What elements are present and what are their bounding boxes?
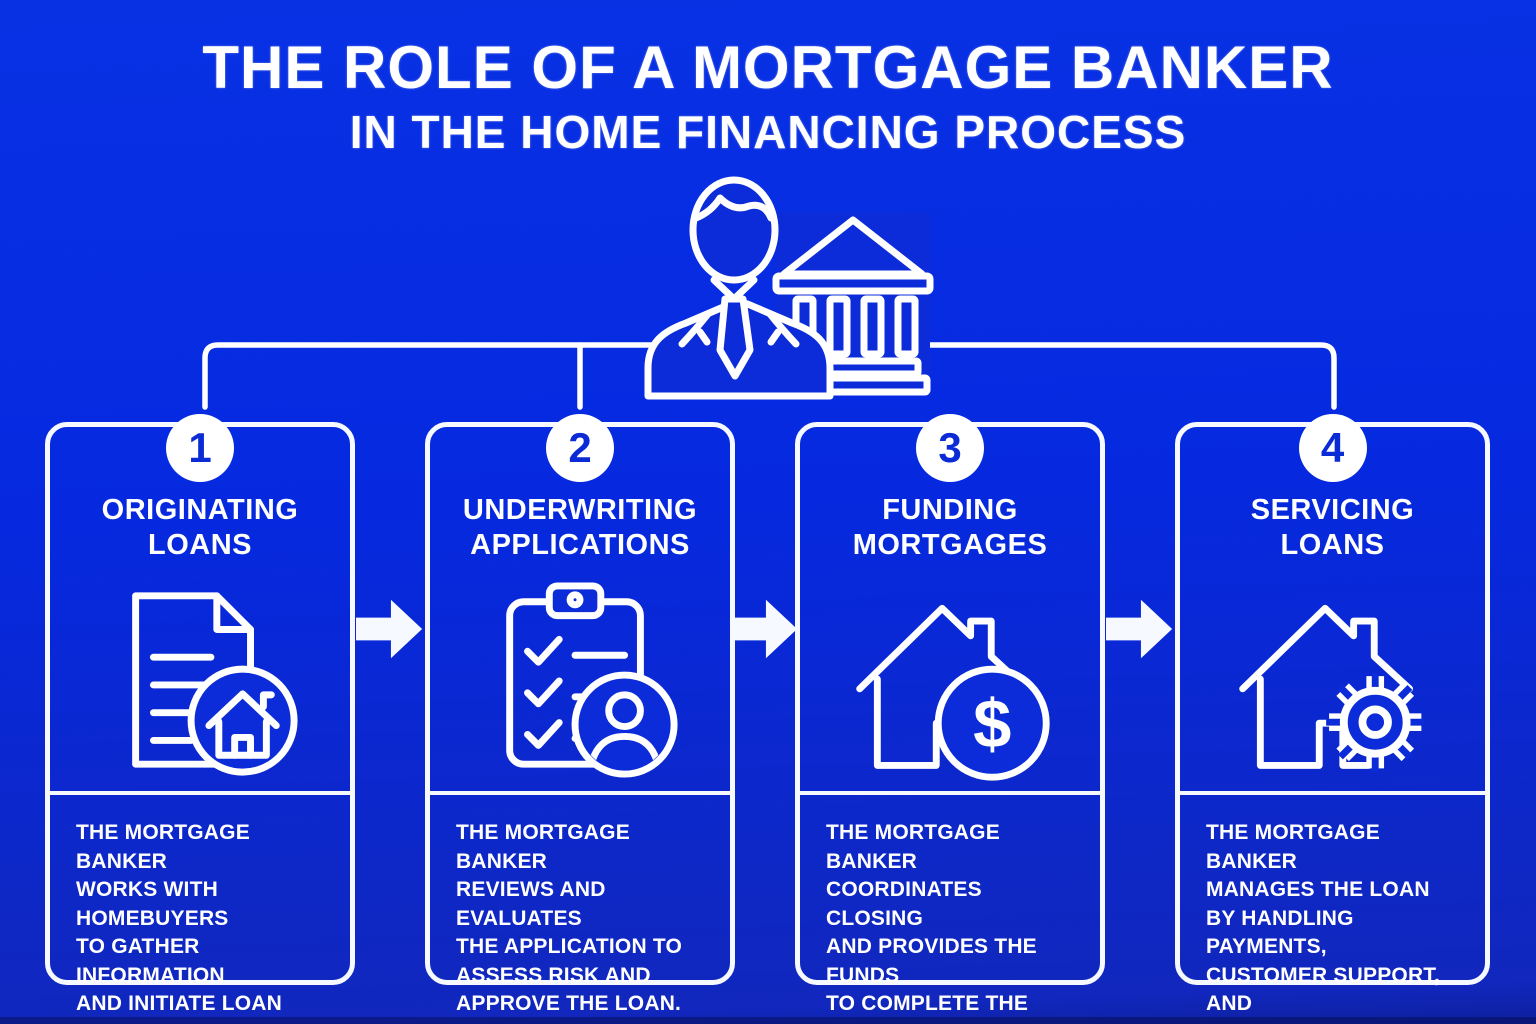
card-divider [1180,791,1485,795]
step-card-underwriting-applications: 2 UNDERWRITING APPLICATIONS THE MORTGAGE… [425,414,735,1015]
gear-icon [1325,673,1424,772]
house-gear-icon [1238,604,1424,772]
step-description: THE MORTGAGE BANKER COORDINATES CLOSING … [826,821,1037,1024]
step-card-funding-mortgages: 3 FUNDING MORTGAGES $ THE MORTGAGE BANKE… [795,414,1105,1024]
page-title-line1: THE ROLE OF A MORTGAGE BANKER [202,34,1334,101]
banker-with-bank-icon [644,176,934,400]
card-divider [800,791,1100,795]
dollar-sign-glyph: $ [973,686,1011,763]
step-number-badge: 1 [166,414,234,482]
step-title: SERVICING LOANS [1250,494,1415,561]
checklist-applicant-icon [506,582,678,778]
house-dollar-icon: $ [856,604,1050,781]
step-card-originating-loans: 1 ORIGINATING LOANS THE MORTGAGE BANKER … [45,414,355,1024]
step-title: FUNDING MORTGAGES [852,494,1048,561]
page-title-line2: IN THE HOME FINANCING PROCESS [349,106,1187,158]
banker-person-icon [644,176,834,400]
loan-document-house-icon [132,592,298,776]
arrow-right-icon [356,599,423,659]
step-description: THE MORTGAGE BANKER MANAGES THE LOAN BY … [1206,821,1441,1024]
bottom-edge-shade [0,1017,1536,1024]
step-title: UNDERWRITING APPLICATIONS [462,494,698,561]
card-divider [50,791,350,795]
step-number-badge: 2 [546,414,614,482]
step-description: THE MORTGAGE BANKER WORKS WITH HOMEBUYER… [76,821,282,1024]
step-number-badge: 4 [1298,414,1367,482]
step-card-servicing-loans: 4 SERVICING LOANS [1175,414,1490,1024]
step-description: THE MORTGAGE BANKER REVIEWS AND EVALUATE… [456,821,683,1015]
card-divider [430,791,730,795]
step-title: ORIGINATING LOANS [101,494,299,561]
arrow-right-icon [731,599,798,659]
page-title: THE ROLE OF A MORTGAGE BANKER IN THE HOM… [0,36,1536,159]
arrow-right-icon [1106,599,1173,659]
bank-building-icon [772,212,934,396]
step-number-badge: 3 [916,414,984,482]
